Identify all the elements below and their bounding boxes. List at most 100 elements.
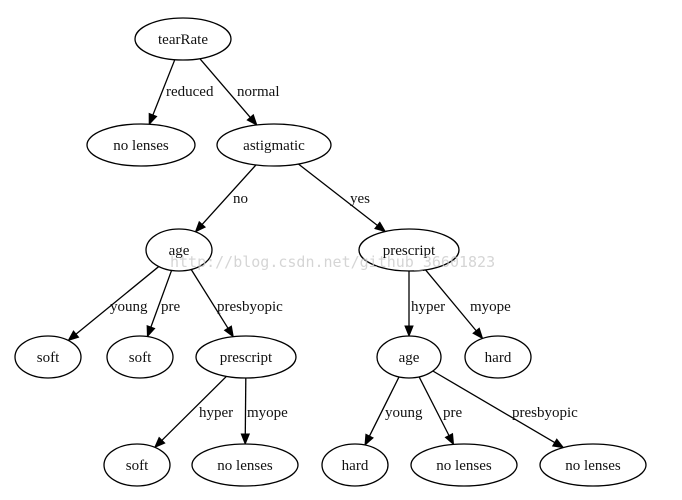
edge-line [418, 376, 450, 436]
node-no-lenses: no lenses [86, 123, 196, 167]
node-ellipse [86, 123, 196, 167]
arrow-head [444, 432, 455, 446]
node-soft: soft [106, 335, 174, 379]
edge-line [150, 270, 173, 328]
node-label-astigmatic: astigmatic [243, 138, 305, 154]
node-ellipse [321, 443, 389, 487]
edge-no: no [194, 164, 257, 233]
node-soft: soft [103, 443, 171, 487]
edge-label-myope: myope [470, 299, 511, 315]
arrow-head [472, 327, 484, 340]
node-prescript: prescript [358, 228, 460, 272]
edge-label-myope: myope [247, 405, 288, 421]
node-age: age [376, 335, 442, 379]
node-hard: hard [464, 335, 532, 379]
arrow-head [67, 330, 80, 342]
node-no-lenses: no lenses [191, 443, 299, 487]
node-ellipse [106, 335, 174, 379]
arrow-head [364, 433, 374, 447]
edge-pre: pre [146, 270, 180, 338]
arrow-head [148, 112, 158, 126]
edge-hyper: hyper [153, 375, 233, 449]
arrow-head [374, 221, 387, 233]
arrow-head [246, 113, 258, 126]
node-hard: hard [321, 443, 389, 487]
node-ellipse [539, 443, 647, 487]
edge-myope: myope [240, 377, 288, 446]
node-no-lenses: no lenses [410, 443, 518, 487]
edge-hyper: hyper [404, 271, 445, 338]
edge-line [161, 375, 227, 441]
edge-label-presbyopic: presbyopic [217, 299, 283, 315]
edge-label-yes: yes [350, 191, 370, 207]
edge-presbyopic: presbyopic [432, 370, 578, 449]
edge-label-young: young [385, 405, 423, 421]
edge-presbyopic: presbyopic [190, 269, 283, 338]
arrow-head [146, 325, 156, 338]
edge-young: young [67, 266, 160, 342]
edge-label-no: no [233, 191, 248, 207]
node-ellipse [410, 443, 518, 487]
node-ellipse [134, 17, 232, 61]
node-ellipse [216, 123, 332, 167]
node-soft: soft [14, 335, 82, 379]
node-label-hard: hard [485, 350, 512, 366]
watermark-text: http://blog.csdn.net/github_36601823 [170, 253, 495, 271]
edge-line [201, 164, 257, 225]
edge-label-hyper: hyper [411, 299, 445, 315]
node-label-age: age [169, 243, 190, 259]
edge-line [199, 58, 251, 118]
edge-label-young: young [110, 299, 148, 315]
node-ellipse [14, 335, 82, 379]
arrow-head [153, 436, 166, 449]
node-label-no-lenses: no lenses [113, 138, 169, 154]
node-label-no-lenses: no lenses [565, 458, 621, 474]
node-label-soft: soft [129, 350, 152, 366]
edge-young: young [364, 376, 423, 447]
node-ellipse [464, 335, 532, 379]
arrow-head [194, 220, 207, 233]
edge-label-normal: normal [237, 84, 280, 100]
nodes-layer: tearRate no lenses astigmatic age prescript s… [14, 17, 647, 487]
node-astigmatic: astigmatic [216, 123, 332, 167]
node-ellipse [145, 228, 213, 272]
edge-label-presbyopic: presbyopic [512, 405, 578, 421]
node-label-no-lenses: no lenses [217, 458, 273, 474]
edge-yes: yes [298, 163, 387, 233]
node-ellipse [358, 228, 460, 272]
edge-line [368, 376, 400, 437]
edge-myope: myope [424, 269, 511, 340]
node-ellipse [191, 443, 299, 487]
edge-label-reduced: reduced [166, 84, 214, 100]
edge-line [424, 269, 477, 332]
node-label-tearrate: tearRate [158, 32, 208, 48]
edge-line [298, 163, 378, 226]
edge-pre: pre [418, 376, 462, 446]
edge-line [75, 266, 160, 335]
node-label-prescript: prescript [383, 243, 436, 259]
edge-reduced: reduced [148, 59, 214, 126]
node-label-prescript: prescript [220, 350, 273, 366]
node-label-hard: hard [342, 458, 369, 474]
arrow-head [223, 325, 234, 338]
edge-label-pre: pre [443, 405, 462, 421]
edge-line [152, 59, 176, 116]
edge-label-hyper: hyper [199, 405, 233, 421]
node-ellipse [376, 335, 442, 379]
edge-line [190, 269, 229, 329]
node-ellipse [103, 443, 171, 487]
node-label-soft: soft [126, 458, 149, 474]
node-label-no-lenses: no lenses [436, 458, 492, 474]
edge-line [432, 370, 556, 444]
edge-line [244, 377, 247, 435]
node-no-lenses: no lenses [539, 443, 647, 487]
node-ellipse [195, 335, 297, 379]
edge-normal: normal [199, 58, 280, 126]
node-label-age: age [399, 350, 420, 366]
node-label-soft: soft [37, 350, 60, 366]
arrow-head [404, 325, 414, 338]
node-age: age [145, 228, 213, 272]
node-prescript: prescript [195, 335, 297, 379]
